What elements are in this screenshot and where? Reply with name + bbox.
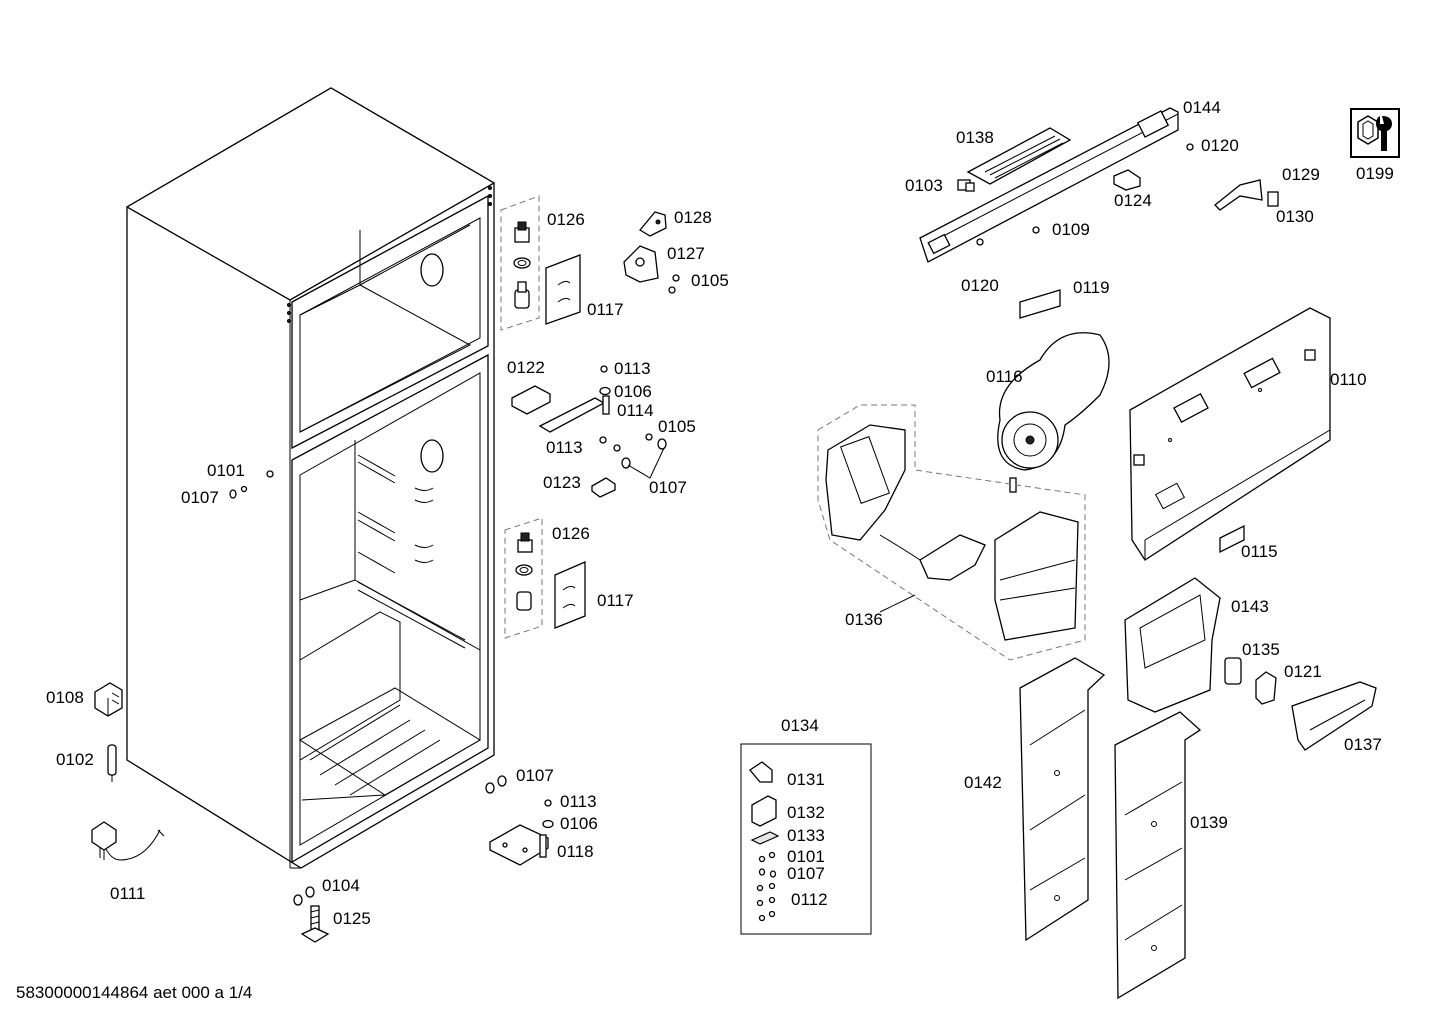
label-0104: 0104 — [322, 876, 360, 895]
label-0142: 0142 — [964, 773, 1002, 792]
label-0117: 0117 — [597, 591, 634, 610]
part-0142-panel — [1019, 657, 1106, 942]
label-0137: 0137 — [1344, 735, 1382, 754]
label-0120: 0120 — [961, 276, 999, 295]
part-0110-evaporator-cover — [1129, 307, 1331, 561]
control-panel-0144 — [919, 107, 1179, 263]
label-0107: 0107 — [516, 766, 554, 785]
label-0136: 0136 — [845, 610, 883, 629]
refrigerator-cabinet — [125, 87, 496, 869]
label-0115: 0115 — [1241, 542, 1278, 561]
label-0128: 0128 — [674, 208, 712, 227]
wrench-service-icon — [1350, 108, 1400, 158]
label-0102: 0102 — [56, 750, 94, 769]
label-0105: 0105 — [658, 417, 696, 436]
door-hinge-cover-group — [623, 211, 680, 294]
label-0131: 0131 — [787, 770, 825, 789]
label-0130: 0130 — [1276, 207, 1314, 226]
part-0115 — [1219, 524, 1245, 554]
label-0139: 0139 — [1190, 813, 1228, 832]
part-0104-washers — [293, 886, 315, 906]
label-0113: 0113 — [546, 438, 583, 457]
part-0138-vent — [966, 127, 1072, 185]
label-0107: 0107 — [787, 864, 825, 883]
part-0125-foot — [300, 905, 330, 943]
middle-hinge-group — [511, 365, 667, 498]
label-0110: 0110 — [1330, 370, 1367, 389]
label-0106: 0106 — [560, 814, 598, 833]
screw-0109 — [1032, 226, 1040, 234]
label-0114: 0114 — [617, 401, 654, 420]
label-0118: 0118 — [557, 842, 594, 861]
label-0133: 0133 — [787, 826, 825, 845]
part-0143 — [1124, 577, 1221, 713]
part-0102-capacitor — [107, 744, 117, 782]
label-0121: 0121 — [1284, 662, 1322, 681]
label-0101: 0101 — [207, 461, 245, 480]
label-0101: 0101 — [787, 847, 825, 866]
label-0116: 0116 — [986, 367, 1023, 386]
label-0111: 0111 — [110, 884, 146, 903]
label-0112: 0112 — [791, 890, 828, 909]
label-0117: 0117 — [587, 300, 624, 319]
part-0139-panel — [1114, 711, 1202, 1000]
lower-hinge-group — [485, 775, 554, 866]
label-0113: 0113 — [560, 792, 597, 811]
part-0130 — [1267, 191, 1279, 207]
label-0109: 0109 — [1052, 220, 1090, 239]
part-0121 — [1255, 671, 1277, 705]
label-0125: 0125 — [333, 909, 371, 928]
label-0144: 0144 — [1183, 98, 1221, 117]
part-0124 — [1113, 169, 1141, 191]
label-0124: 0124 — [1114, 191, 1152, 210]
label-0106: 0106 — [614, 382, 652, 401]
label-0126: 0126 — [552, 524, 590, 543]
washers-0107-left — [229, 485, 248, 499]
screw-0101-left — [266, 470, 274, 478]
part-0108-connector — [94, 682, 123, 717]
part-0137 — [1291, 681, 1377, 751]
lower-hinge-kit — [504, 517, 586, 639]
label-0138: 0138 — [956, 128, 994, 147]
label-0143: 0143 — [1231, 597, 1269, 616]
label-0129: 0129 — [1282, 165, 1320, 184]
part-0129 — [1214, 179, 1263, 211]
label-0120: 0120 — [1201, 136, 1239, 155]
part-0119 — [1019, 289, 1061, 319]
label-0107: 0107 — [181, 488, 219, 507]
label-0113: 0113 — [614, 359, 651, 378]
part-0111-power-cord — [91, 821, 165, 861]
kit-0134-box — [740, 743, 872, 935]
document-footer-code: 58300000144864 aet 000 a 1/4 — [16, 983, 253, 1002]
label-0105: 0105 — [691, 271, 729, 290]
upper-hinge-kit — [500, 195, 581, 331]
part-0103 — [957, 179, 975, 192]
label-0127: 0127 — [667, 244, 705, 263]
label-0119: 0119 — [1073, 278, 1110, 297]
label-0126: 0126 — [547, 210, 585, 229]
screw-0120-bottom — [976, 238, 984, 246]
label-0134: 0134 — [781, 716, 819, 735]
screw-0120-top — [1186, 143, 1194, 151]
label-0103: 0103 — [905, 176, 943, 195]
label-0123: 0123 — [543, 473, 581, 492]
label-0135: 0135 — [1242, 640, 1280, 659]
part-0135 — [1224, 657, 1242, 685]
label-0132: 0132 — [787, 803, 825, 822]
label-0122: 0122 — [507, 358, 545, 377]
part-0136-group — [817, 404, 1086, 661]
label-0108: 0108 — [46, 688, 84, 707]
label-0107: 0107 — [649, 478, 687, 497]
part-0116-fan — [997, 332, 1110, 493]
label-0199: 0199 — [1356, 164, 1394, 183]
